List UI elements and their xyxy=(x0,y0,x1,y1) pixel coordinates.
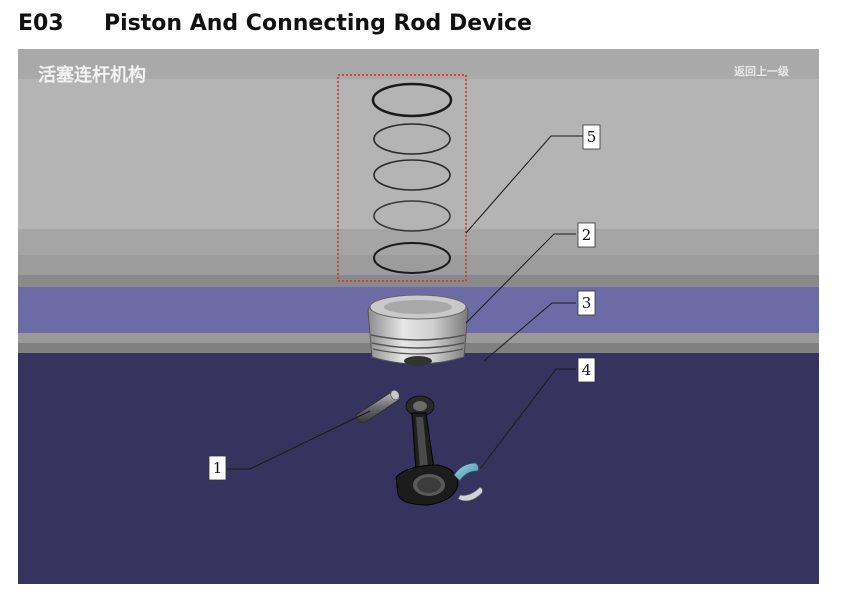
piston-ring xyxy=(371,82,453,118)
piston-ring xyxy=(373,159,451,191)
piston-ring xyxy=(373,123,451,155)
stripe-mid xyxy=(18,255,819,275)
callout-4: 4 xyxy=(577,357,596,383)
stripe-light xyxy=(18,229,819,255)
callout-5: 5 xyxy=(582,124,601,150)
callout-2: 2 xyxy=(577,222,596,248)
highlight-box xyxy=(337,74,467,282)
callout-number: 5 xyxy=(587,128,597,146)
callout-1: 1 xyxy=(208,455,227,481)
leader-line-3 xyxy=(483,302,576,362)
page-heading: E03 Piston And Connecting Rod Device xyxy=(18,6,532,40)
piston xyxy=(367,294,469,366)
connecting-rod-bearing xyxy=(453,462,484,502)
connecting-rod xyxy=(395,395,459,506)
leader-line-1 xyxy=(227,410,371,470)
piston-rings xyxy=(371,82,453,274)
leader-lines xyxy=(227,135,583,470)
callout-number: 2 xyxy=(582,226,592,244)
overlay-title: 活塞连杆机构 xyxy=(38,64,146,86)
piston-ring xyxy=(373,242,451,274)
section-code: E03 xyxy=(18,10,64,36)
page-title: Piston And Connecting Rod Device xyxy=(104,10,532,36)
leader-line-5 xyxy=(465,135,583,234)
back-button[interactable]: 返回上一级 xyxy=(734,64,790,78)
piston-pin xyxy=(355,389,401,423)
leader-line-4 xyxy=(479,368,576,470)
callout-number: 1 xyxy=(213,459,223,477)
callout-number: 3 xyxy=(582,294,592,312)
upper-background-gradient xyxy=(18,49,819,79)
exploded-view-svg: 活塞连杆机构 返回上一级 xyxy=(18,49,819,584)
exploded-view-figure: 活塞连杆机构 返回上一级 xyxy=(18,49,819,584)
leader-line-2 xyxy=(465,233,576,324)
callout-number: 4 xyxy=(582,361,592,379)
piston-ring xyxy=(373,200,451,232)
callout-3: 3 xyxy=(577,290,596,316)
